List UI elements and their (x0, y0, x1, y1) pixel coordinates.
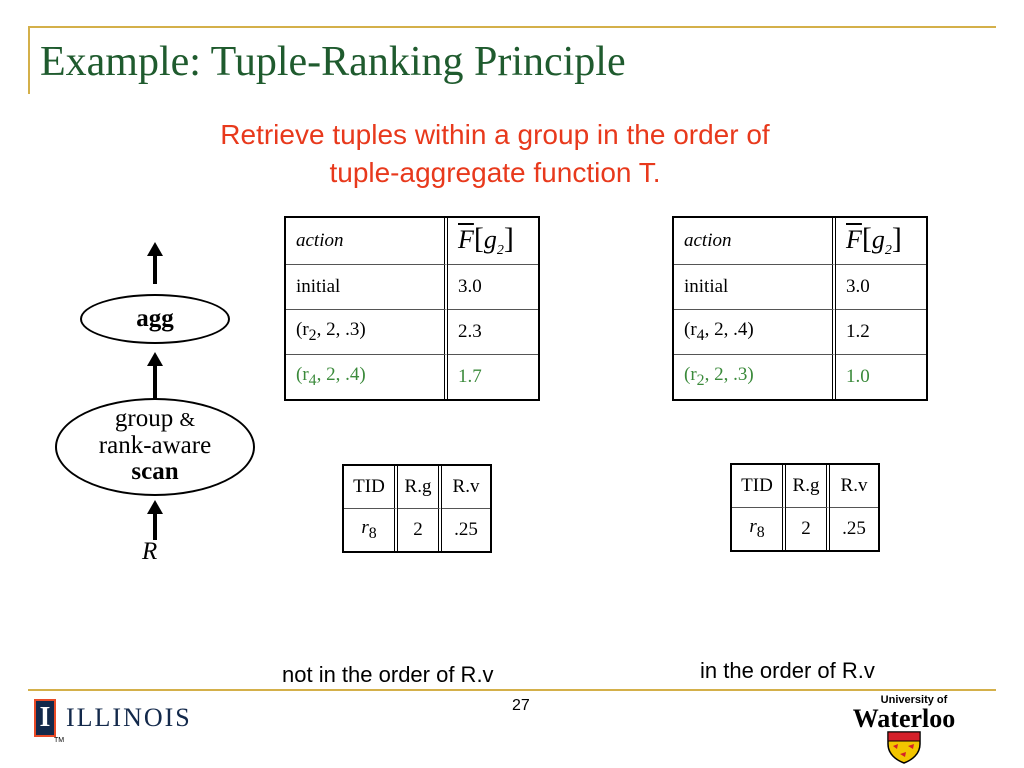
table-row: (r4, 2, .4) 1.7 (286, 355, 538, 399)
page-number: 27 (512, 697, 530, 714)
table-row: (r2, 2, .3) 1.0 (674, 355, 926, 399)
waterloo-logo: University of Waterloo (834, 694, 974, 764)
illinois-wordmark: ILLINOIS (66, 703, 192, 732)
waterloo-university-of: University of (880, 694, 948, 706)
tid-cell: r8 (732, 508, 786, 550)
waterloo-wordmark: Waterloo (852, 704, 956, 733)
right-caption: in the order of R.v (700, 658, 875, 683)
rv-header: R.v (830, 465, 878, 508)
rv-header: R.v (442, 466, 490, 509)
action-cell: initial (674, 265, 836, 310)
action-header: action (674, 218, 836, 265)
aggregate-header: F[g2] (836, 218, 926, 265)
action-header: action (286, 218, 448, 265)
slide-subtitle: Retrieve tuples within a group in the or… (0, 116, 990, 192)
scan-label-rank-aware: rank-aware (98, 432, 212, 459)
illinois-block-i-icon: I (34, 699, 56, 737)
table-row: initial 3.0 (674, 265, 926, 310)
scan-operator: group & rank-aware scan (55, 398, 255, 496)
rv-cell: .25 (842, 518, 866, 539)
value-cell: 3.0 (836, 265, 926, 310)
action-cell: (r2, 2, .3) (286, 310, 448, 355)
table-row: action F[g2] (286, 218, 538, 265)
waterloo-shield-icon (887, 731, 921, 764)
value-cell: 1.0 (846, 366, 870, 387)
table-row: (r2, 2, .3) 2.3 (286, 310, 538, 355)
rg-header: R.g (398, 466, 442, 509)
scan-label-amp: & (179, 409, 196, 431)
value-cell: 1.2 (836, 310, 926, 355)
table-row: r8 2 .25 (344, 509, 490, 551)
table-row: TID R.g R.v (344, 466, 490, 509)
subtitle-line-2: tuple-aggregate function T. (329, 157, 661, 188)
left-action-table: action F[g2] initial 3.0 (r2, 2, .3) 2.3… (284, 216, 540, 401)
agg-operator: agg (80, 294, 230, 344)
top-rule (28, 26, 996, 28)
illinois-logo: I ILLINOIS TM (30, 699, 230, 749)
action-cell: (r2, 2, .3) (674, 355, 836, 399)
table-row: action F[g2] (674, 218, 926, 265)
value-cell: 1.7 (458, 366, 482, 387)
relation-label: R (142, 538, 158, 565)
right-tuple-table: TID R.g R.v r8 2 .25 (730, 463, 880, 552)
left-rule (28, 26, 30, 94)
slide-title: Example: Tuple-Ranking Principle (40, 39, 626, 85)
action-cell: (r4, 2, .4) (674, 310, 836, 355)
action-cell: (r4, 2, .4) (286, 355, 448, 399)
bottom-rule (28, 689, 996, 691)
scan-label-scan: scan (131, 458, 179, 485)
rg-cell: 2 (786, 508, 830, 550)
left-tuple-table: TID R.g R.v r8 2 .25 (342, 464, 492, 553)
right-action-table: action F[g2] initial 3.0 (r4, 2, .4) 1.2… (672, 216, 928, 401)
agg-label: agg (136, 305, 174, 332)
table-row: initial 3.0 (286, 265, 538, 310)
scan-label-group: group (114, 405, 174, 432)
illinois-tm: TM (54, 737, 65, 744)
left-caption: not in the order of R.v (282, 662, 494, 687)
tid-header: TID (732, 465, 786, 508)
table-row: (r4, 2, .4) 1.2 (674, 310, 926, 355)
rg-header: R.g (786, 465, 830, 508)
tid-header: TID (344, 466, 398, 509)
aggregate-header: F[g2] (448, 218, 538, 265)
value-cell: 2.3 (448, 310, 538, 355)
tid-cell: r8 (344, 509, 398, 551)
value-cell: 3.0 (448, 265, 538, 310)
rg-cell: 2 (398, 509, 442, 551)
table-row: TID R.g R.v (732, 465, 878, 508)
rv-cell: .25 (454, 519, 478, 540)
action-cell: initial (286, 265, 448, 310)
subtitle-line-1: Retrieve tuples within a group in the or… (220, 119, 770, 150)
table-row: r8 2 .25 (732, 508, 878, 550)
